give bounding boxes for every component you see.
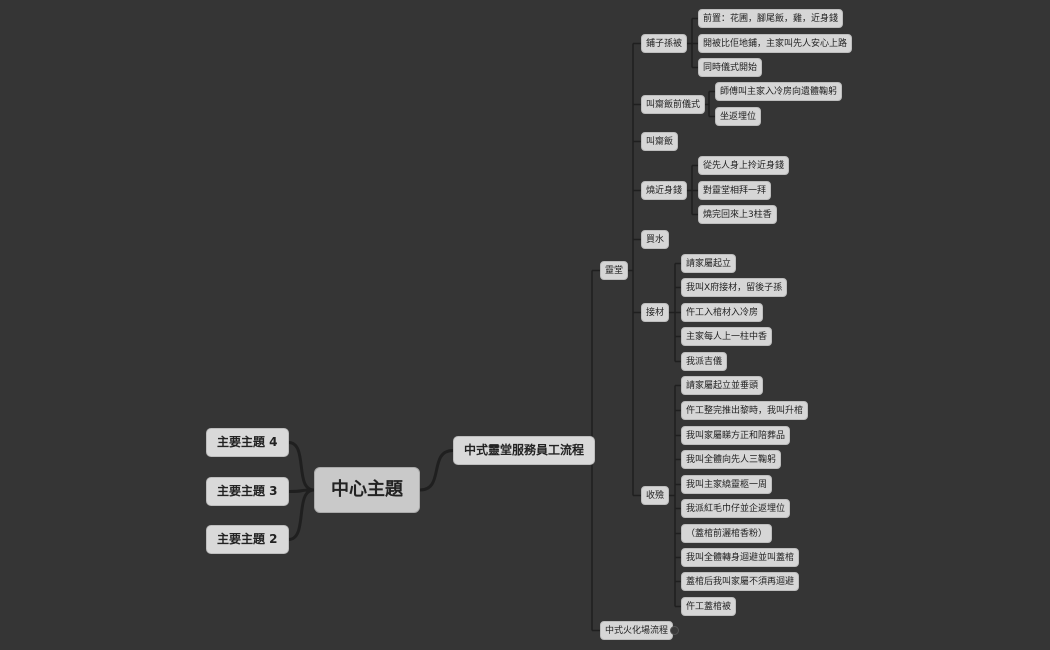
leaf-node[interactable]: 仵工整完推出黎時，我叫升棺 (681, 401, 809, 420)
leaf-node[interactable]: 從先人身上拎近身錢 (698, 156, 790, 175)
leaf-node[interactable]: 主家每人上一柱中香 (681, 327, 773, 346)
connector-line (419, 449, 454, 492)
leaf-node[interactable]: 我派吉儀 (681, 352, 728, 371)
leaf-node[interactable]: （蓋棺前灑棺香粉） (681, 524, 773, 543)
leaf-node[interactable]: 我叫家屬睇方正和陪葬品 (681, 426, 791, 445)
group-node-g6[interactable]: 接材 (641, 303, 670, 322)
leaf-node[interactable]: 仵工蓋棺被 (681, 597, 737, 616)
leaf-node[interactable]: 蓋棺后我叫家屬不須再迴避 (681, 572, 800, 591)
connector-line (288, 441, 315, 492)
cremation-node[interactable]: 中式火化場流程 (600, 621, 674, 640)
group-node-g5[interactable]: 買水 (641, 230, 670, 249)
main-topic-2[interactable]: 主要主題 2 (206, 525, 289, 554)
leaf-node[interactable]: 我叫主家繞靈柩一周 (681, 475, 773, 494)
collapse-toggle-icon[interactable] (670, 626, 679, 635)
central-topic[interactable]: 中心主題 (314, 467, 420, 513)
leaf-node[interactable]: 坐返埋位 (715, 107, 762, 126)
main-topic-4[interactable]: 主要主題 4 (206, 428, 289, 457)
leaf-node[interactable]: 我派紅毛巾仔並企返埋位 (681, 499, 791, 518)
group-node-g7[interactable]: 收殮 (641, 486, 670, 505)
leaf-node[interactable]: 請家屬起立並垂頭 (681, 376, 764, 395)
leaf-node[interactable]: 前置：花圃，腳尾飯，雞，近身錢 (698, 9, 844, 28)
leaf-node[interactable]: 我叫全體向先人三鞠躬 (681, 450, 782, 469)
leaf-node[interactable]: 師傅叫主家入冷房向遺體鞠躬 (715, 82, 843, 101)
leaf-node[interactable]: 對靈堂相拜一拜 (698, 181, 772, 200)
main-topic-3[interactable]: 主要主題 3 (206, 477, 289, 506)
group-node-g3[interactable]: 叫齋飯 (641, 132, 679, 151)
leaf-node[interactable]: 仵工入棺材入冷房 (681, 303, 764, 322)
hall-node[interactable]: 靈堂 (600, 261, 629, 280)
connector-line (288, 488, 315, 541)
leaf-node[interactable]: 燒完回來上3柱香 (698, 205, 777, 224)
group-node-g4[interactable]: 燒近身錢 (641, 181, 688, 200)
process-topic[interactable]: 中式靈堂服務員工流程 (453, 436, 596, 465)
group-node-g1[interactable]: 鋪子孫被 (641, 34, 688, 53)
group-node-g2[interactable]: 叫齋飯前儀式 (641, 95, 706, 114)
leaf-node[interactable]: 我叫X府接材，留後子孫 (681, 278, 788, 297)
leaf-node[interactable]: 開被比佢地鋪，主家叫先人安心上路 (698, 34, 853, 53)
leaf-node[interactable]: 同時儀式開始 (698, 58, 763, 77)
leaf-node[interactable]: 我叫全體轉身迴避並叫蓋棺 (681, 548, 800, 567)
leaf-node[interactable]: 請家屬起立 (681, 254, 737, 273)
